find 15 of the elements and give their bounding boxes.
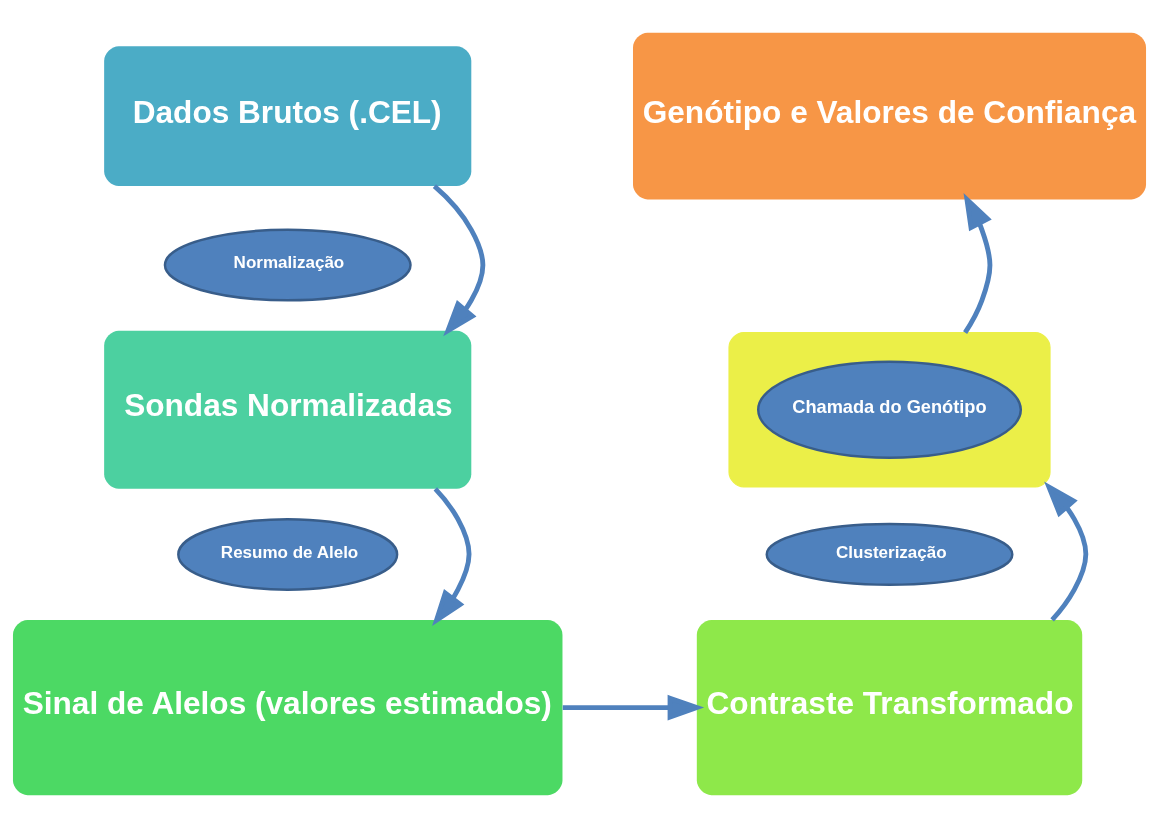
arrow [963, 192, 993, 334]
arrow [1044, 480, 1089, 622]
node-ellipse: Chamada do Genótipo [757, 360, 1023, 459]
arrow [432, 183, 486, 336]
node-ellipse: Resumo de Alelo [177, 517, 399, 591]
node-box: Genótipo e Valores de Confiança [633, 32, 1147, 199]
node-box: Contraste Transformado [696, 619, 1083, 795]
node-ellipse: Clusterização [765, 522, 1014, 586]
node-ellipse: Normalização [163, 228, 412, 302]
node-box: Dados Brutos (.CEL) [104, 45, 472, 186]
node-box: Sondas Normalizadas [104, 330, 472, 489]
cluster [728, 331, 1051, 488]
node-box: Sinal de Alelos (valores estimados) [12, 619, 563, 795]
arrow [562, 694, 705, 720]
arrow [432, 486, 472, 626]
